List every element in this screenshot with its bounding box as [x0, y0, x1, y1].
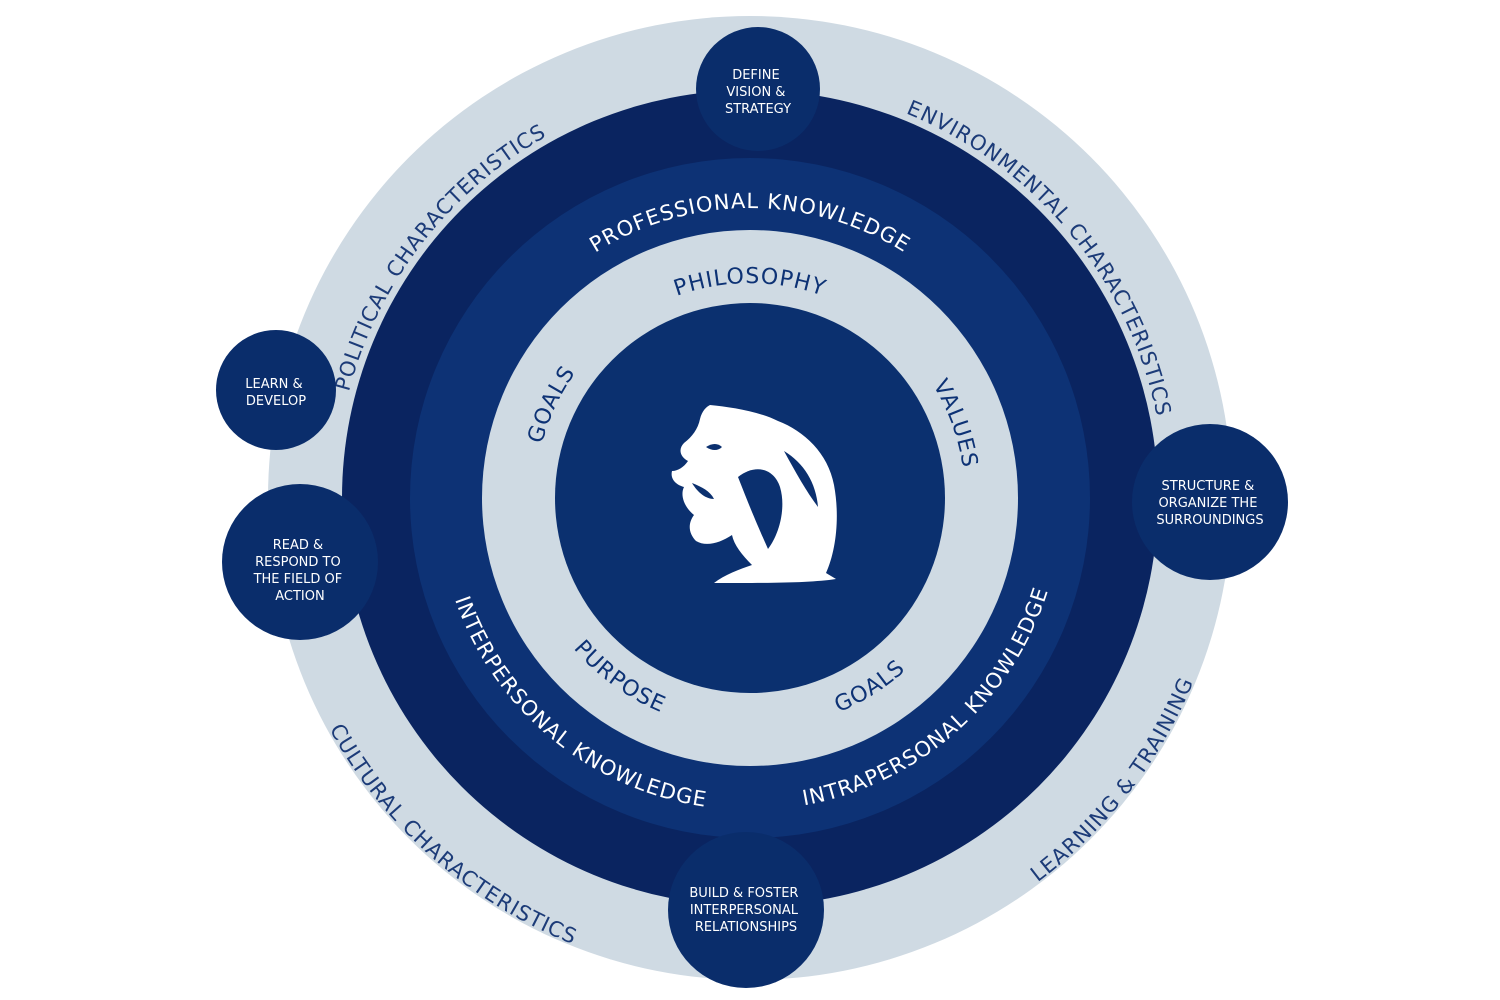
node-label: READ & RESPOND TO THE FIELD OF ACTION — [253, 538, 347, 604]
node-label: DEFINE VISION & STRATEGY — [725, 68, 791, 117]
bear-icon — [671, 405, 837, 583]
node-define-vision-strategy[interactable]: DEFINE VISION & STRATEGY — [696, 27, 820, 151]
node-structure-organize-surroundings[interactable]: STRUCTURE & ORGANIZE THE SURROUNDINGS — [1132, 424, 1288, 580]
node-build-foster-relationships[interactable]: BUILD & FOSTER INTERPERSONAL RELATIONSHI… — [668, 832, 824, 988]
node-label: BUILD & FOSTER INTERPERSONAL RELATIONSHI… — [689, 886, 802, 935]
node-learn-develop[interactable]: LEARN & DEVELOP — [216, 330, 336, 450]
node-label: STRUCTURE & ORGANIZE THE SURROUNDINGS — [1156, 479, 1263, 528]
node-label: LEARN & DEVELOP — [245, 377, 307, 409]
node-read-respond-field-of-action[interactable]: READ & RESPOND TO THE FIELD OF ACTION — [222, 484, 378, 640]
